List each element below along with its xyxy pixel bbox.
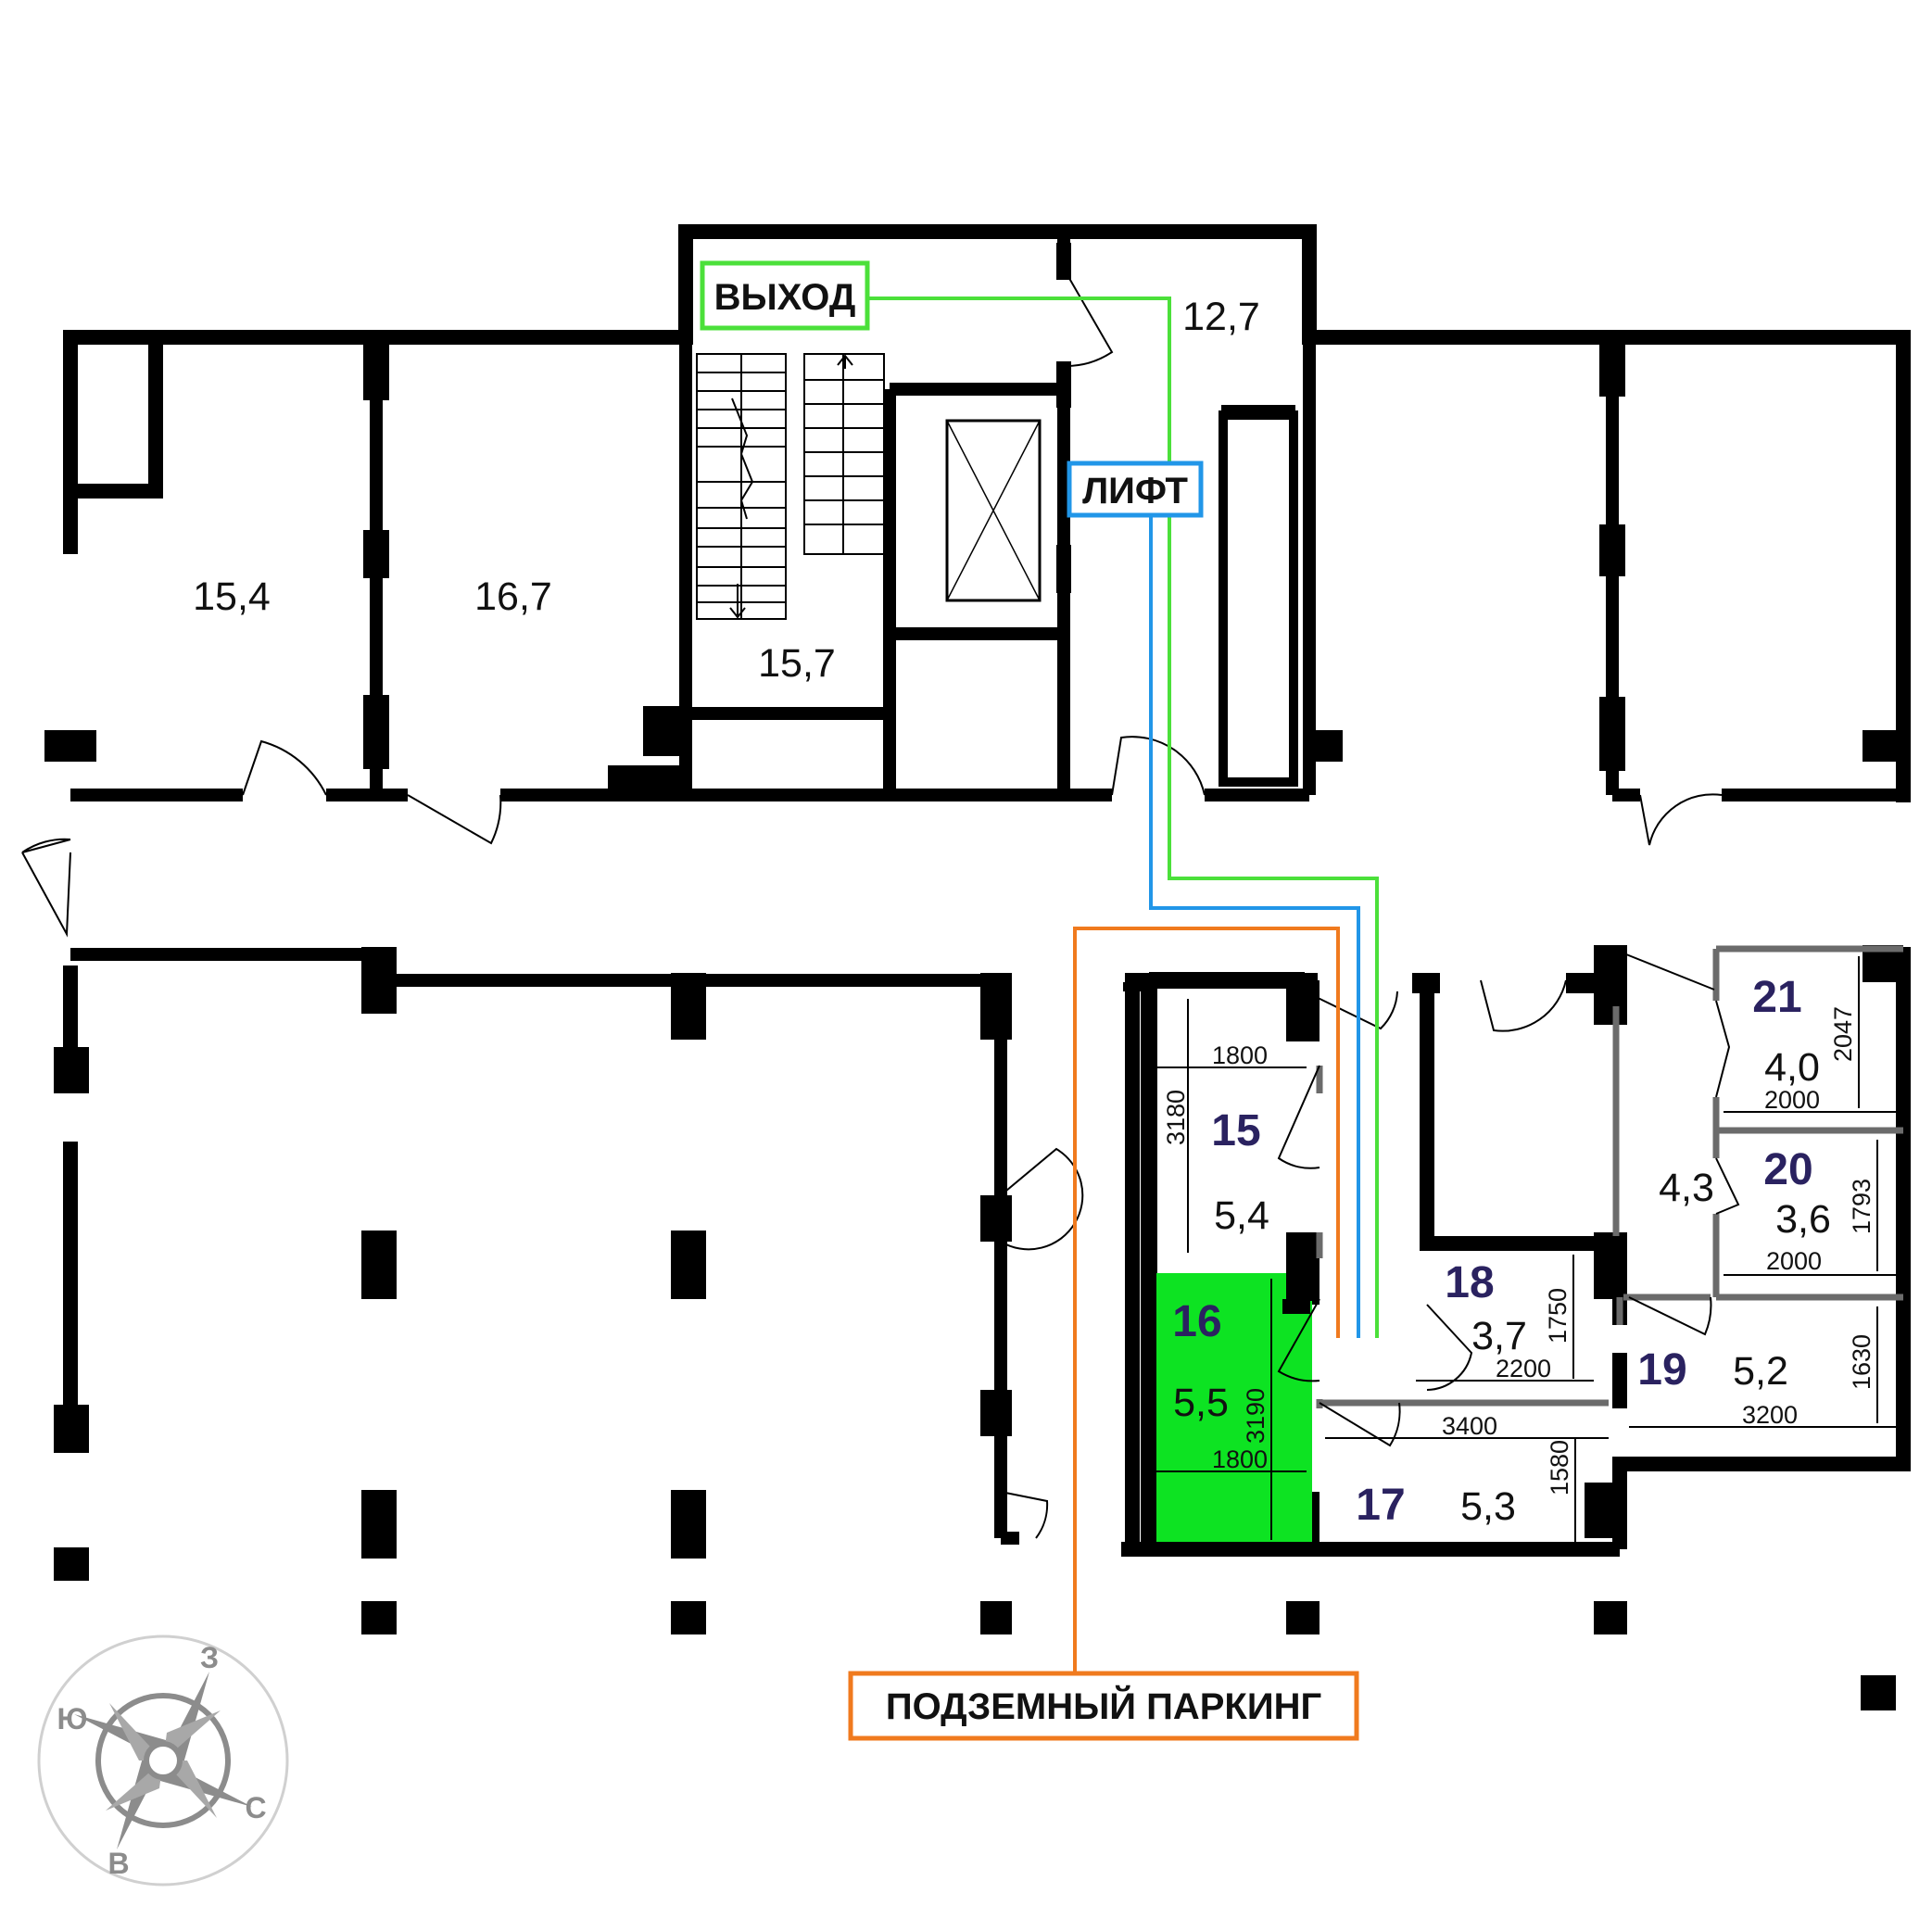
unit-16-walls xyxy=(1282,1269,1320,1314)
unit-number: 19 xyxy=(1637,1345,1686,1395)
unit-area: 3,6 xyxy=(1775,1197,1831,1242)
unit-dimension: 1800 xyxy=(1212,1445,1268,1473)
compass-letter: В xyxy=(107,1847,129,1880)
lower-pillars xyxy=(54,947,1896,1710)
room-area-label: 16,7 xyxy=(474,574,552,619)
alcove-walls xyxy=(78,345,163,499)
lift-shaft xyxy=(945,419,1042,602)
unit-dimension: 2000 xyxy=(1766,1247,1822,1275)
unit-number: 18 xyxy=(1445,1258,1494,1307)
unit-dimension: 3180 xyxy=(1162,1090,1190,1145)
unit-number: 20 xyxy=(1763,1145,1812,1194)
unit-number: 16 xyxy=(1172,1297,1221,1346)
routes xyxy=(867,297,1379,1673)
parking-route-line xyxy=(1073,927,1340,1673)
compass-rose-icon: З Ю С В xyxy=(37,1634,289,1887)
room-area-label: 15,4 xyxy=(193,574,271,619)
unit-16-highlight xyxy=(1156,1273,1312,1542)
compass-letter: З xyxy=(200,1641,219,1674)
unit-dimension: 2200 xyxy=(1496,1355,1551,1382)
unit-area: 5,4 xyxy=(1214,1193,1269,1238)
elevator-route-line xyxy=(1149,515,1360,1338)
unit-dimension: 1630 xyxy=(1848,1334,1875,1390)
unit-area: 3,7 xyxy=(1471,1314,1527,1358)
lobby-area-label: 12,7 xyxy=(1182,295,1260,339)
unit-area: 5,2 xyxy=(1733,1349,1788,1394)
compass-letter: Ю xyxy=(57,1702,88,1735)
stair-area-label: 15,7 xyxy=(758,641,836,686)
parking-tag: ПОДЗЕМНЫЙ ПАРКИНГ xyxy=(848,1671,1359,1741)
exit-label: ВЫХОД xyxy=(714,277,856,318)
unit-area: 5,5 xyxy=(1173,1381,1229,1425)
unit-dimension: 3190 xyxy=(1242,1388,1269,1444)
exit-tag: ВЫХОД xyxy=(700,260,870,331)
unit-dimension: 1580 xyxy=(1546,1440,1573,1496)
parking-label: ПОДЗЕМНЫЙ ПАРКИНГ xyxy=(886,1685,1321,1727)
unit-area: 5,3 xyxy=(1460,1484,1516,1529)
unit-dimension: 1793 xyxy=(1848,1179,1875,1234)
dimension-lines xyxy=(1156,956,1900,1542)
lower-hall-walls xyxy=(70,948,1019,1545)
stairs xyxy=(696,353,885,620)
unit-dimension: 3200 xyxy=(1742,1401,1798,1429)
corridor-area-label: 4,3 xyxy=(1659,1166,1714,1210)
doors xyxy=(21,268,1740,1539)
unit-area: 4,0 xyxy=(1764,1045,1820,1090)
unit-number: 17 xyxy=(1356,1481,1405,1530)
shaft xyxy=(1219,410,1298,787)
unit-column-walls xyxy=(1141,972,1305,1549)
outer-walls xyxy=(63,224,1911,1471)
pillars xyxy=(44,243,1903,789)
unit-dimension: 2000 xyxy=(1764,1086,1820,1114)
unit-dimension: 1800 xyxy=(1212,1041,1268,1069)
compass-letter: С xyxy=(245,1791,266,1824)
unit-dimension: 2047 xyxy=(1829,1006,1857,1062)
elevator-label: ЛИФТ xyxy=(1082,471,1188,511)
partitions xyxy=(1316,945,1903,1408)
top-room-walls xyxy=(70,232,1903,801)
elevator-tag: ЛИФТ xyxy=(1067,461,1204,518)
unit-number: 15 xyxy=(1211,1106,1260,1155)
unit-dimension: 1750 xyxy=(1544,1288,1572,1344)
unit-number: 21 xyxy=(1752,973,1801,1022)
exit-route-line xyxy=(867,297,1379,1338)
unit-dimension: 3400 xyxy=(1442,1412,1497,1440)
